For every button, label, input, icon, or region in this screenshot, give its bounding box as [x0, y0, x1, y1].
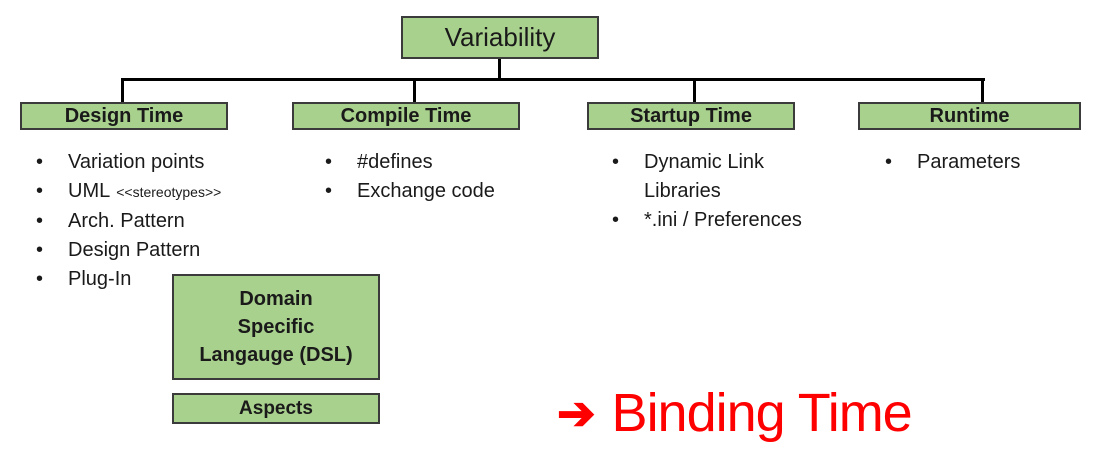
compile-time-box: Compile Time — [292, 102, 520, 130]
connector-drop-startup — [693, 78, 696, 104]
binding-time-annotation: ➔ Binding Time — [557, 383, 913, 443]
list-item-label: Plug-In — [68, 268, 132, 290]
list-item: • Dynamic Link Libraries — [610, 148, 815, 206]
list-item: • Arch. Pattern — [34, 207, 294, 236]
list-item-label: Parameters — [917, 151, 1021, 173]
bullet-icon: • — [36, 268, 44, 290]
startup-time-list: • Dynamic Link Libraries • *.ini / Prefe… — [610, 148, 815, 235]
bullet-icon: • — [36, 151, 44, 173]
list-item-label: #defines — [357, 151, 433, 173]
design-time-list: • Variation points • UML<<stereotypes>> … — [34, 148, 294, 294]
list-item: • Exchange code — [323, 177, 553, 206]
binding-time-label: Binding Time — [611, 383, 913, 443]
connector-drop-compile — [413, 78, 416, 104]
compile-time-list: • #defines • Exchange code — [323, 148, 553, 206]
aspects-box: Aspects — [172, 393, 380, 424]
design-time-label: Design Time — [64, 104, 184, 127]
list-item: • Variation points — [34, 148, 294, 177]
list-item: • Parameters — [883, 148, 1103, 177]
list-item: • UML <<stereotypes>> — [34, 177, 294, 207]
variability-root-box: Variability — [401, 16, 599, 59]
list-item-label: Exchange code — [357, 180, 495, 202]
list-item: • *.ini / Preferences — [610, 206, 815, 235]
connector-horizontal-bar — [121, 78, 985, 81]
bullet-icon: • — [36, 239, 44, 261]
startup-time-label: Startup Time — [630, 104, 752, 127]
dsl-box-line: Langauge (DSL) — [199, 344, 353, 366]
bullet-icon: • — [36, 210, 44, 232]
bullet-icon: • — [36, 180, 44, 202]
startup-time-box: Startup Time — [587, 102, 795, 130]
bullet-icon: • — [325, 180, 333, 202]
bullet-icon: • — [612, 209, 620, 231]
runtime-list: • Parameters — [883, 148, 1103, 177]
bullet-icon: • — [612, 151, 620, 173]
list-item: • #defines — [323, 148, 553, 177]
right-arrow-icon: ➔ — [557, 387, 596, 439]
dsl-box-line: Domain — [239, 288, 313, 310]
runtime-box: Runtime — [858, 102, 1081, 130]
connector-drop-design — [121, 78, 124, 104]
aspects-label: Aspects — [239, 397, 313, 419]
variability-root-label: Variability — [444, 22, 556, 52]
bullet-icon: • — [325, 151, 333, 173]
list-item: • Plug-In — [34, 265, 294, 294]
list-item-label: Variation points — [68, 151, 205, 173]
runtime-label: Runtime — [929, 104, 1010, 127]
dsl-box-line: Specific — [237, 316, 315, 338]
bullet-icon: • — [885, 151, 893, 173]
list-item-label: Arch. Pattern — [68, 210, 185, 232]
connector-drop-runtime — [981, 78, 984, 104]
compile-time-label: Compile Time — [340, 104, 472, 127]
list-item-label: *.ini / Preferences — [644, 209, 802, 231]
design-time-box: Design Time — [20, 102, 228, 130]
dsl-box: Domain Specific Langauge (DSL) — [172, 274, 380, 380]
list-item-label: UML — [68, 180, 111, 202]
stereotypes-annotation: <<stereotypes>> — [116, 184, 222, 200]
list-item-label: Design Pattern — [68, 239, 201, 261]
list-item-label: Dynamic Link Libraries — [644, 151, 765, 202]
list-item: • Design Pattern — [34, 236, 294, 265]
connector-root-stem — [498, 59, 501, 80]
